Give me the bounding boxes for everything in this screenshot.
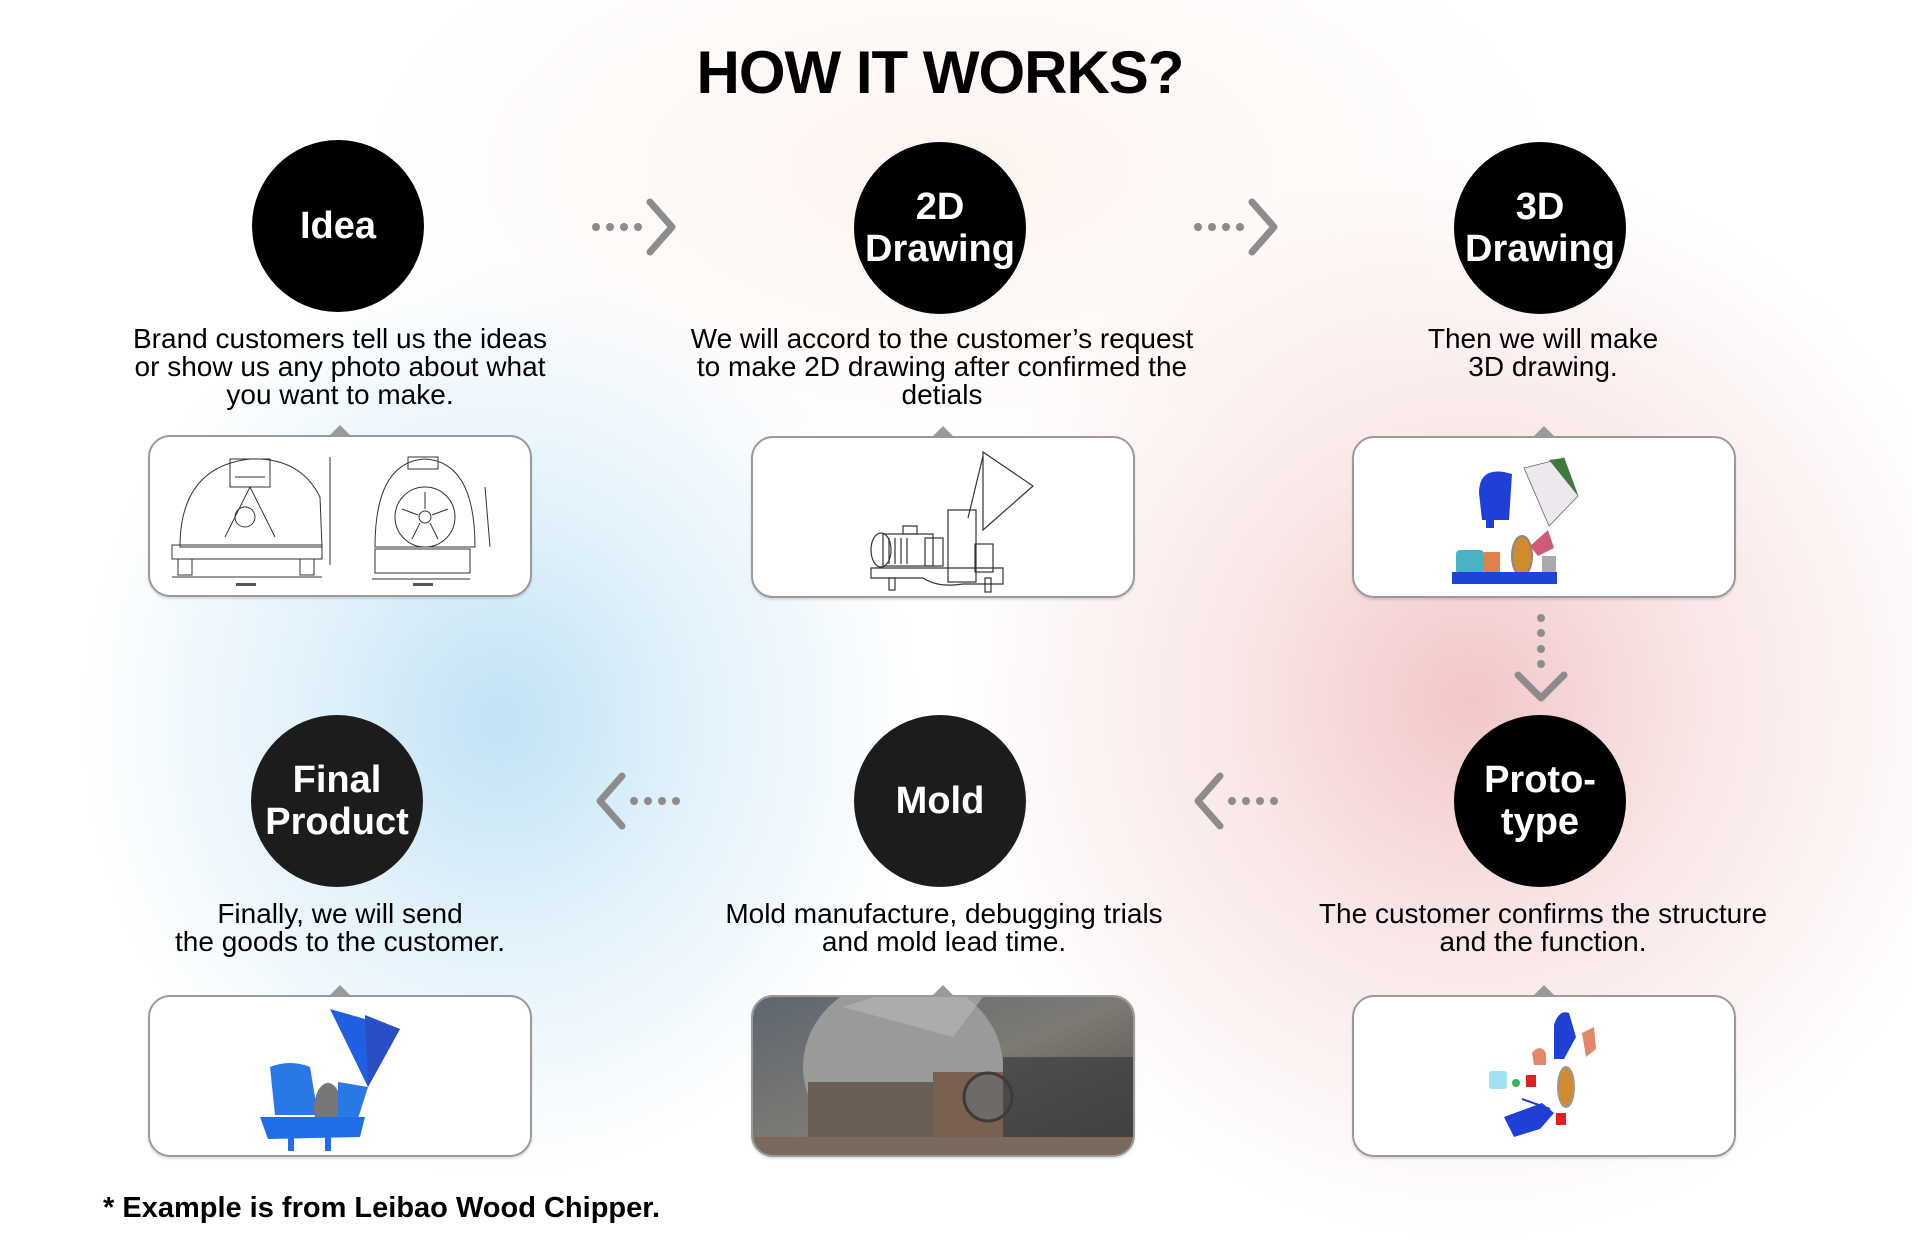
final-product-image xyxy=(260,1009,400,1151)
step-image-box xyxy=(148,425,532,597)
arrow-left-icon xyxy=(1194,772,1278,830)
step-image-box xyxy=(751,426,1135,598)
3d-render-image xyxy=(1452,457,1579,584)
step-description: Then we will make 3D drawing. xyxy=(1427,323,1659,382)
arrow-right-icon xyxy=(1194,198,1278,256)
step-description: Brand customers tell us the ideas or sho… xyxy=(133,323,547,410)
step-image-box xyxy=(148,985,532,1157)
step-circle: Mold xyxy=(854,715,1026,887)
step-image-box xyxy=(1352,426,1736,598)
step-image-box xyxy=(751,985,1135,1157)
step-circle: Idea xyxy=(252,140,424,312)
arrow-right-icon xyxy=(592,198,676,256)
step-circle: Proto- type xyxy=(1454,715,1626,887)
callout-notch xyxy=(931,426,955,438)
step-description: We will accord to the customer’s request… xyxy=(690,323,1194,410)
step-circle: 3D Drawing xyxy=(1454,142,1626,314)
line-drawing-image xyxy=(870,450,1034,593)
page-title: HOW IT WORKS? xyxy=(696,39,1185,106)
step-circle: Final Product xyxy=(251,715,423,887)
callout-notch xyxy=(931,985,955,997)
arrow-down-icon xyxy=(1514,614,1568,702)
step-description: Finally, we will send the goods to the c… xyxy=(175,898,505,957)
step-description: Mold manufacture, debugging trials and m… xyxy=(725,898,1163,957)
callout-notch xyxy=(328,425,352,437)
footnote: * Example is from Leibao Wood Chipper. xyxy=(103,1192,661,1224)
step-description: The customer confirms the structure and … xyxy=(1318,898,1768,957)
step-image-box xyxy=(1352,985,1736,1157)
exploded-view-image xyxy=(1489,1012,1596,1137)
callout-notch xyxy=(1532,426,1556,438)
arrow-left-icon xyxy=(596,772,680,830)
callout-notch xyxy=(1532,985,1556,997)
step-circle: 2D Drawing xyxy=(854,142,1026,314)
mold-photo-image xyxy=(753,997,1133,1155)
technical-drawing-image xyxy=(171,456,491,586)
callout-notch xyxy=(328,985,352,997)
